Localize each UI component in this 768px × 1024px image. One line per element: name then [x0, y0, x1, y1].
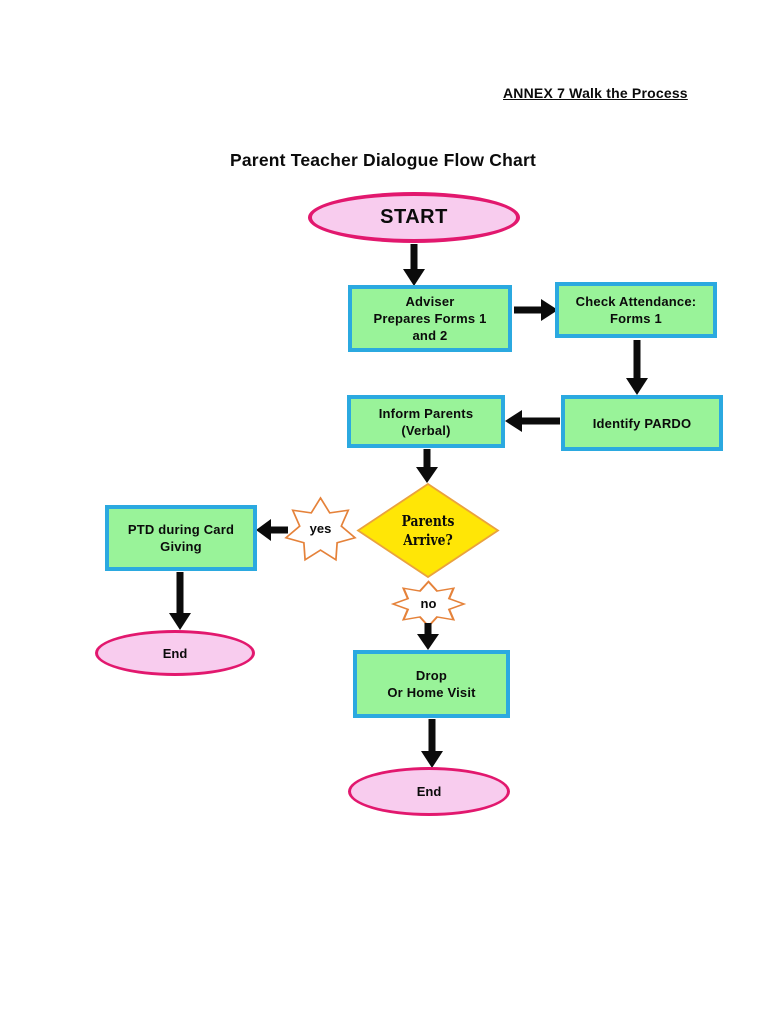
arrow-yes-to-ptd	[256, 519, 288, 541]
drop-label: Drop Or Home Visit	[387, 668, 476, 700]
process-identify-pardo: Identify PARDO	[561, 395, 723, 451]
arrow-no-to-drop	[417, 623, 439, 650]
no-text: no	[420, 595, 437, 611]
end-bottom-label: End	[416, 784, 442, 799]
start-label: START	[380, 206, 448, 228]
process-adviser-prepares-forms: Adviser Prepares Forms 1 and 2	[348, 285, 512, 352]
arrow-drop-to-end	[421, 719, 443, 768]
decision-parents-arrive-label: Parents Arrive?	[368, 483, 489, 578]
end-node-bottom: End	[348, 767, 510, 816]
parents-arrive-text: Parents Arrive?	[401, 512, 455, 549]
process-check-attendance: Check Attendance: Forms 1	[555, 282, 717, 338]
end-left-label: End	[162, 645, 188, 661]
process-drop-home-visit: Drop Or Home Visit	[353, 650, 510, 718]
check-attendance-label: Check Attendance: Forms 1	[575, 294, 697, 326]
process-inform-parents: Inform Parents (Verbal)	[347, 395, 505, 448]
arrow-start-to-adviser	[403, 244, 425, 286]
no-label: no	[392, 581, 465, 625]
yes-burst-shape	[284, 496, 357, 562]
arrow-identify-to-inform	[505, 410, 560, 432]
start-node: START	[308, 192, 520, 243]
arrow-ptd-to-end	[169, 572, 191, 630]
ptd-label: PTD during Card Giving	[127, 522, 235, 554]
adviser-label: Adviser Prepares Forms 1 and 2	[373, 294, 487, 343]
annex-header: ANNEX 7 Walk the Process	[503, 85, 688, 101]
decision-parents-arrive-shape	[356, 482, 500, 579]
yes-text: yes	[309, 520, 332, 536]
page-title: Parent Teacher Dialogue Flow Chart	[230, 150, 536, 170]
end-node-left: End	[95, 630, 255, 676]
inform-parents-label: Inform Parents (Verbal)	[378, 405, 474, 438]
arrow-adviser-to-check	[514, 299, 558, 321]
yes-label: yes	[284, 497, 357, 559]
arrow-check-to-identify	[626, 340, 648, 395]
arrow-inform-to-decision	[416, 449, 438, 483]
process-ptd-card-giving: PTD during Card Giving	[105, 505, 257, 571]
identify-pardo-label: Identify PARDO	[592, 415, 692, 431]
